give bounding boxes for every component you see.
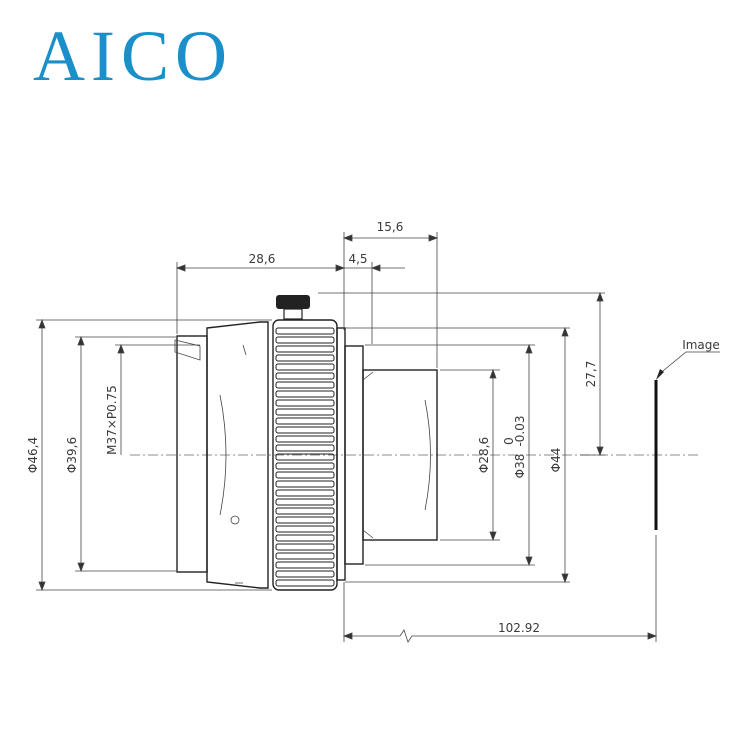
lens-rear-mount <box>336 327 438 581</box>
knurl-ridge <box>275 381 335 389</box>
dim-back-distance-label: 102.92 <box>498 621 540 635</box>
knurl-ridge <box>275 336 335 344</box>
knurl-ridge <box>275 462 335 470</box>
knurl-ridge <box>275 480 335 488</box>
knurl-ridge <box>275 408 335 416</box>
focus-ring-knurl <box>275 327 335 587</box>
locking-screw <box>276 295 310 320</box>
knurl-ridge <box>275 534 335 542</box>
knurl-ridge <box>275 417 335 425</box>
extension-lines <box>36 232 657 642</box>
knurl-ridge <box>275 471 335 479</box>
knurl-ridge <box>275 453 335 461</box>
knurl-ridge <box>275 570 335 578</box>
aico-logo: AICO <box>33 16 233 96</box>
dim-height-label: 27,7 <box>584 361 598 388</box>
knurl-ridge <box>275 399 335 407</box>
dim-mount-tolerance-lower: -0.03 <box>513 415 527 446</box>
dim-4-5-label: 4,5 <box>348 252 367 266</box>
knurl-ridge <box>275 561 335 569</box>
knurl-ridge <box>275 363 335 371</box>
dim-outer-diameter-label: Φ46,4 <box>26 437 40 473</box>
knurl-ridge <box>275 390 335 398</box>
lens-front-body <box>174 321 269 589</box>
knurl-ridge <box>275 525 335 533</box>
knurl-ridge <box>275 435 335 443</box>
image-plane <box>654 351 720 530</box>
knurl-ridge <box>275 507 335 515</box>
dim-mount-diameter-label: Φ38 <box>513 454 527 479</box>
dim-front-diameter-label: Φ39,6 <box>65 437 79 473</box>
knurl-ridge <box>275 543 335 551</box>
knurl-ridge <box>275 489 335 497</box>
focus-ring <box>272 319 338 591</box>
knurl-ridge <box>275 345 335 353</box>
image-label: Image <box>682 338 720 352</box>
dim-15-6-label: 15,6 <box>377 220 404 234</box>
knurl-ridge <box>275 579 335 587</box>
knurl-ridge <box>275 426 335 434</box>
knurl-ridge <box>275 552 335 560</box>
knurl-ridge <box>275 444 335 452</box>
dim-mount-tolerance-upper: 0 <box>502 437 516 445</box>
knurl-ridge <box>275 327 335 335</box>
dim-rear-diameter-label: Φ28,6 <box>477 437 491 473</box>
knurl-ridge <box>275 372 335 380</box>
dimension-lines <box>38 234 658 643</box>
dim-body-diameter-label: Φ44 <box>549 448 563 473</box>
thread-spec-label: M37×P0.75 <box>105 385 119 455</box>
knurl-ridge <box>275 498 335 506</box>
dim-28-6-label: 28,6 <box>249 252 276 266</box>
knurl-ridge <box>275 354 335 362</box>
knurl-ridge <box>275 516 335 524</box>
